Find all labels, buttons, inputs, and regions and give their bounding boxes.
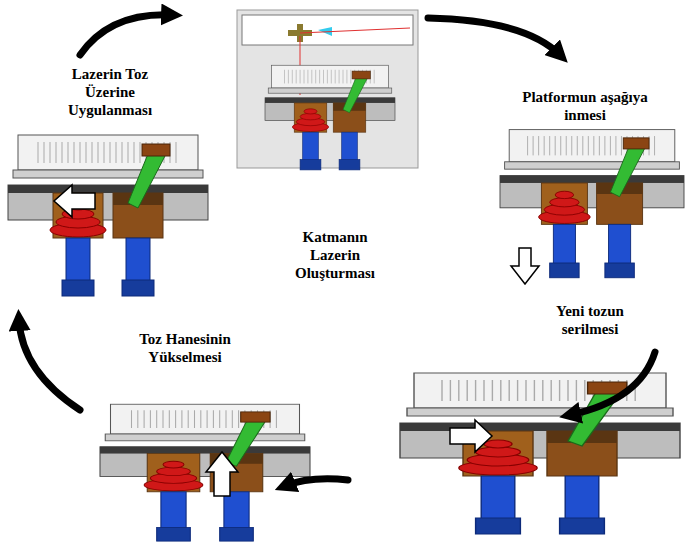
hollow-arrow — [206, 452, 238, 496]
hollow-arrow — [511, 248, 539, 284]
laser-housing — [242, 15, 413, 45]
step-label: Yeni tozun serilmesi — [530, 302, 650, 338]
sls-machine — [265, 65, 395, 170]
hollow-arrow — [54, 185, 95, 217]
hollow-arrow — [450, 420, 492, 452]
sls-machine — [8, 135, 208, 296]
cycle-arrow — [80, 15, 172, 55]
sls-machine — [100, 404, 310, 541]
cycle-arrow — [428, 18, 560, 55]
center-label: Katmanın Lazerin Oluşturması — [280, 228, 390, 282]
cycle-arrow — [19, 320, 80, 410]
step-label: Platformun aşağıya inmesi — [500, 88, 670, 124]
cycle-arrow — [570, 352, 655, 415]
sls-machine — [400, 373, 680, 534]
step-label: Lazerin Toz Üzerine Uygulanması — [55, 65, 165, 119]
laser-beam — [300, 28, 410, 33]
cycle-arrow — [285, 479, 348, 486]
step-label: Toz Hanesinin Yükselmesi — [115, 330, 255, 366]
